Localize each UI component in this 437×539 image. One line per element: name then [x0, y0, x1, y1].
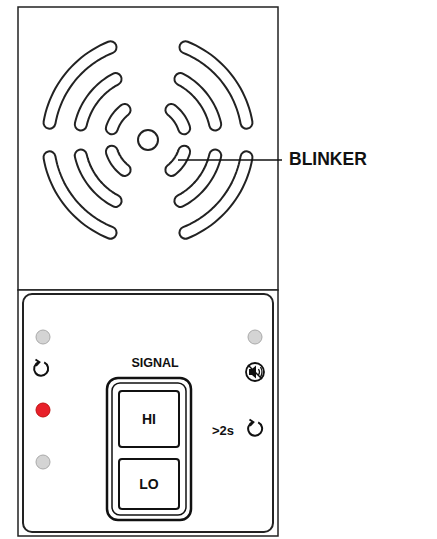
lo-button: LO: [118, 458, 180, 510]
lens-ring: [171, 110, 184, 128]
hold-time: >2s: [212, 423, 234, 438]
lens-ring: [50, 157, 111, 232]
blinker-center: [138, 130, 158, 150]
reset-icon: [248, 420, 262, 436]
lens-ring: [180, 156, 215, 201]
lens-ring: [81, 156, 116, 201]
mute-icon: [246, 363, 264, 381]
lens-ring: [185, 47, 246, 122]
lens-ring: [50, 47, 111, 122]
led-red: [36, 403, 50, 417]
lens-ring: [112, 152, 125, 170]
leader-line: [178, 159, 282, 161]
lens-ring: [171, 152, 184, 170]
button-label: HI: [142, 411, 156, 427]
led-grey: [36, 330, 50, 344]
control-housing: [18, 290, 278, 536]
lens-ring: [112, 110, 125, 128]
reset-icon: [34, 360, 48, 376]
led-grey: [248, 330, 262, 344]
control-panel: [23, 294, 273, 532]
lens-ring: [185, 157, 246, 232]
lens-ring: [112, 110, 125, 128]
rocker-frame: [107, 378, 191, 520]
lens-ring: [171, 110, 184, 128]
blinker-lens: [50, 47, 247, 232]
led-grey: [36, 455, 50, 469]
lens-ring: [81, 79, 116, 124]
lens-ring: [171, 152, 184, 170]
switch-heading: SIGNAL: [104, 356, 206, 370]
lens-ring: [180, 156, 215, 201]
lens-ring: [81, 156, 116, 201]
rocker-frame-inner: [112, 383, 186, 515]
signal-switch: SIGNAL HI LO: [104, 356, 206, 522]
hi-button: HI: [118, 390, 180, 448]
button-label: LO: [139, 476, 158, 492]
lens-ring: [112, 152, 125, 170]
blinker-housing: [18, 7, 278, 290]
lens-ring: [180, 79, 215, 124]
lens-ring: [81, 79, 116, 124]
part-name: BLINKER: [289, 149, 367, 170]
lens-ring: [180, 79, 215, 124]
